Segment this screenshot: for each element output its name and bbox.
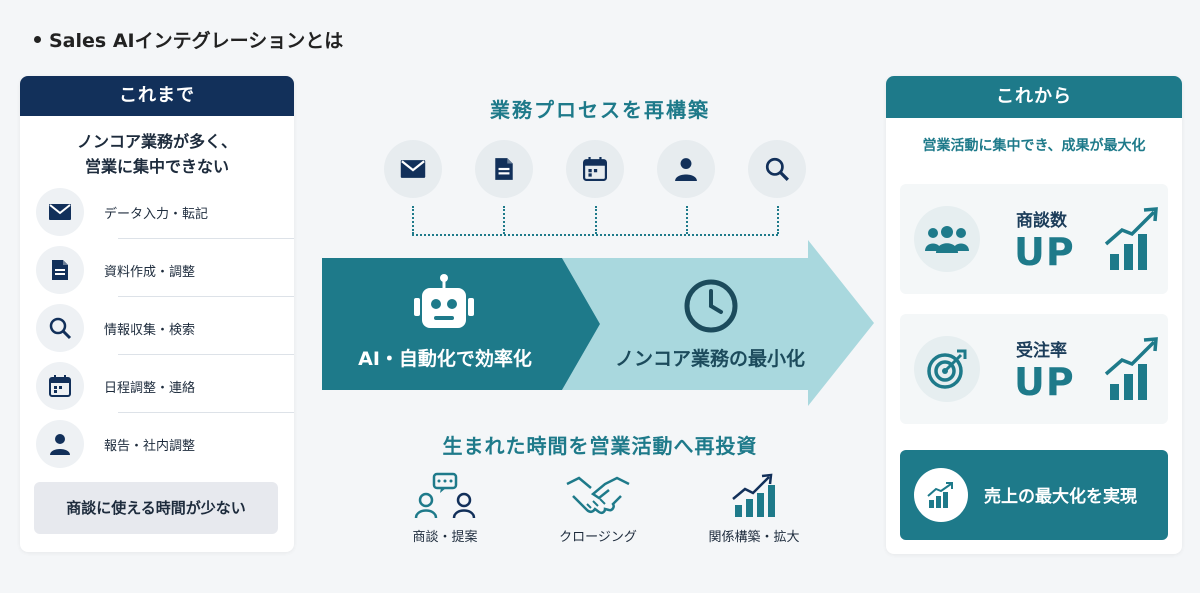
divider xyxy=(118,354,294,355)
growth-chart-icon xyxy=(1104,207,1158,270)
growth-chart-icon xyxy=(684,470,824,522)
robot-icon xyxy=(414,274,474,328)
divider xyxy=(118,296,294,297)
after-panel: これから 営業活動に集中でき、成果が最大化 商談数 UP xyxy=(886,76,1182,554)
result-value: UP xyxy=(1014,360,1075,404)
search-icon xyxy=(36,304,84,352)
before-item-label: 報告・社内調整 xyxy=(104,438,196,454)
connector-line xyxy=(777,206,779,234)
result-card-meetings: 商談数 UP xyxy=(900,184,1168,294)
before-panel-title: これまで xyxy=(20,76,294,116)
document-icon xyxy=(36,246,84,294)
connector-line xyxy=(412,206,414,234)
before-panel: これまで ノンコア業務が多く、 営業に集中できない データ入力・転記 資料作成・… xyxy=(20,76,294,552)
before-item-label: 資料作成・調整 xyxy=(104,264,196,280)
before-item-research: 情報収集・検索 xyxy=(36,302,294,354)
after-panel-subtitle: 営業活動に集中でき、成果が最大化 xyxy=(922,138,1146,154)
meeting-icon xyxy=(375,470,515,522)
reinvest-item-relationship: 関係構築・拡大 xyxy=(684,470,824,545)
arrow-left-label: AI・自動化で効率化 xyxy=(358,348,532,370)
target-icon xyxy=(914,336,980,402)
document-icon xyxy=(475,140,533,198)
growth-chart-icon xyxy=(1104,337,1158,400)
result-footer-label: 売上の最大化を実現 xyxy=(984,487,1137,507)
before-panel-subtitle: ノンコア業務が多く、 営業に集中できない xyxy=(20,129,294,179)
mail-icon xyxy=(384,140,442,198)
before-item-data-entry: データ入力・転記 xyxy=(36,186,294,238)
before-item-scheduling: 日程調整・連絡 xyxy=(36,360,294,412)
before-item-documents: 資料作成・調整 xyxy=(36,244,294,296)
page-heading-text: Sales AIインテグレーションとは xyxy=(49,30,344,52)
team-icon xyxy=(914,206,980,272)
mail-icon xyxy=(36,188,84,236)
calendar-icon xyxy=(566,140,624,198)
calendar-icon xyxy=(36,362,84,410)
user-icon xyxy=(36,420,84,468)
connector-line xyxy=(686,206,688,234)
result-label: 商談数 xyxy=(1016,211,1067,231)
divider xyxy=(118,412,294,413)
result-card-win-rate: 受注率 UP xyxy=(900,314,1168,424)
restructure-title: 業務プロセスを再構築 xyxy=(490,98,710,122)
growth-chart-icon xyxy=(914,468,968,522)
clock-icon xyxy=(684,279,738,333)
result-value: UP xyxy=(1014,230,1075,274)
reinvest-item-label: クロージング xyxy=(559,530,637,545)
result-footer: 売上の最大化を実現 xyxy=(900,450,1168,540)
before-item-label: 日程調整・連絡 xyxy=(104,380,196,396)
arrow-right-segment xyxy=(562,240,874,406)
connector-line xyxy=(412,234,778,236)
arrow-right-label: ノンコア業務の最小化 xyxy=(614,348,805,370)
reinvest-item-closing: クロージング xyxy=(528,470,668,545)
result-label: 受注率 xyxy=(1016,341,1067,361)
before-panel-footer: 商談に使える時間が少ない xyxy=(34,482,278,534)
before-subtitle-line1: ノンコア業務が多く、 xyxy=(76,132,237,151)
before-item-reporting: 報告・社内調整 xyxy=(36,418,294,470)
reinvest-item-meeting: 商談・提案 xyxy=(375,470,515,545)
reinvest-title: 生まれた時間を営業活動へ再投資 xyxy=(442,434,758,458)
connector-line xyxy=(595,206,597,234)
search-icon xyxy=(748,140,806,198)
connector-line xyxy=(503,206,505,234)
handshake-icon xyxy=(528,470,668,522)
before-subtitle-line2: 営業に集中できない xyxy=(84,157,229,176)
before-item-label: データ入力・転記 xyxy=(104,206,209,222)
process-arrow xyxy=(322,240,874,406)
after-panel-title: これから xyxy=(886,76,1182,118)
bullet-dot xyxy=(34,36,41,43)
before-item-label: 情報収集・検索 xyxy=(104,322,196,338)
divider xyxy=(118,238,294,239)
reinvest-item-label: 商談・提案 xyxy=(412,530,478,545)
reinvest-item-label: 関係構築・拡大 xyxy=(708,530,800,545)
user-icon xyxy=(657,140,715,198)
page-heading: Sales AIインテグレーションとは xyxy=(34,26,343,53)
